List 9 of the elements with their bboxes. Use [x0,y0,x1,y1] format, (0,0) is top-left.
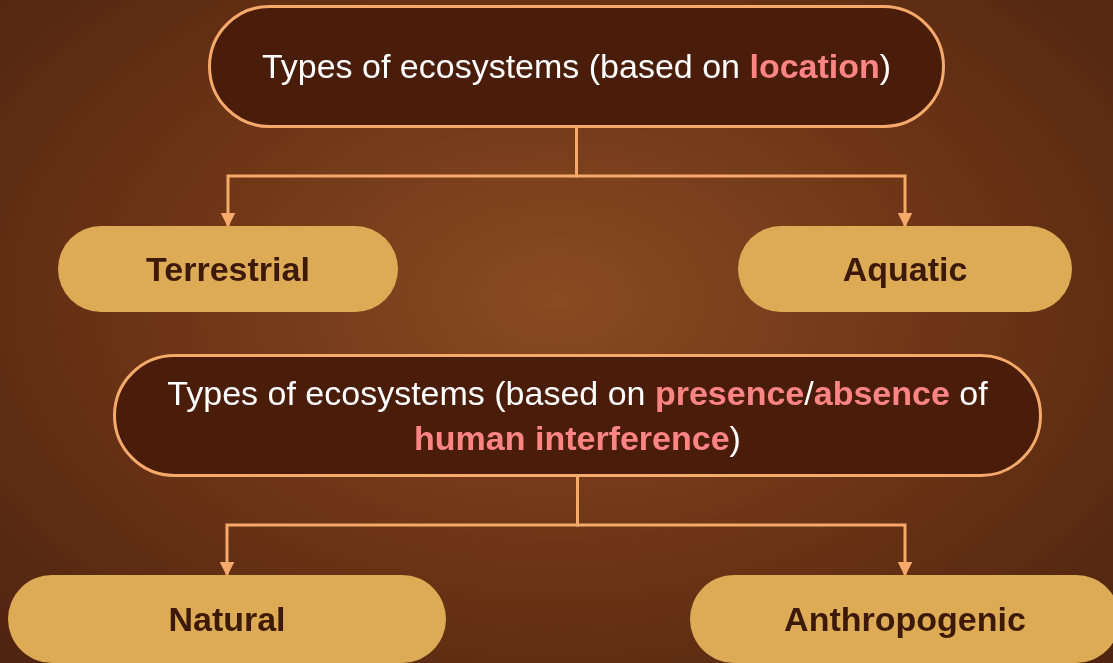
type-label: Terrestrial [146,248,310,290]
ecosystem-type-pill [690,575,1113,663]
arrow [576,477,913,577]
arrow [575,128,913,228]
heading-text: Types of ecosystems (based on location) [261,46,892,88]
type-label: Anthropogenic [784,598,1026,640]
type-label: Natural [168,598,286,640]
type-label: Aquatic [842,248,968,290]
heading-text: Types of ecosystems (based on presence/absence of human interference) [166,373,989,459]
